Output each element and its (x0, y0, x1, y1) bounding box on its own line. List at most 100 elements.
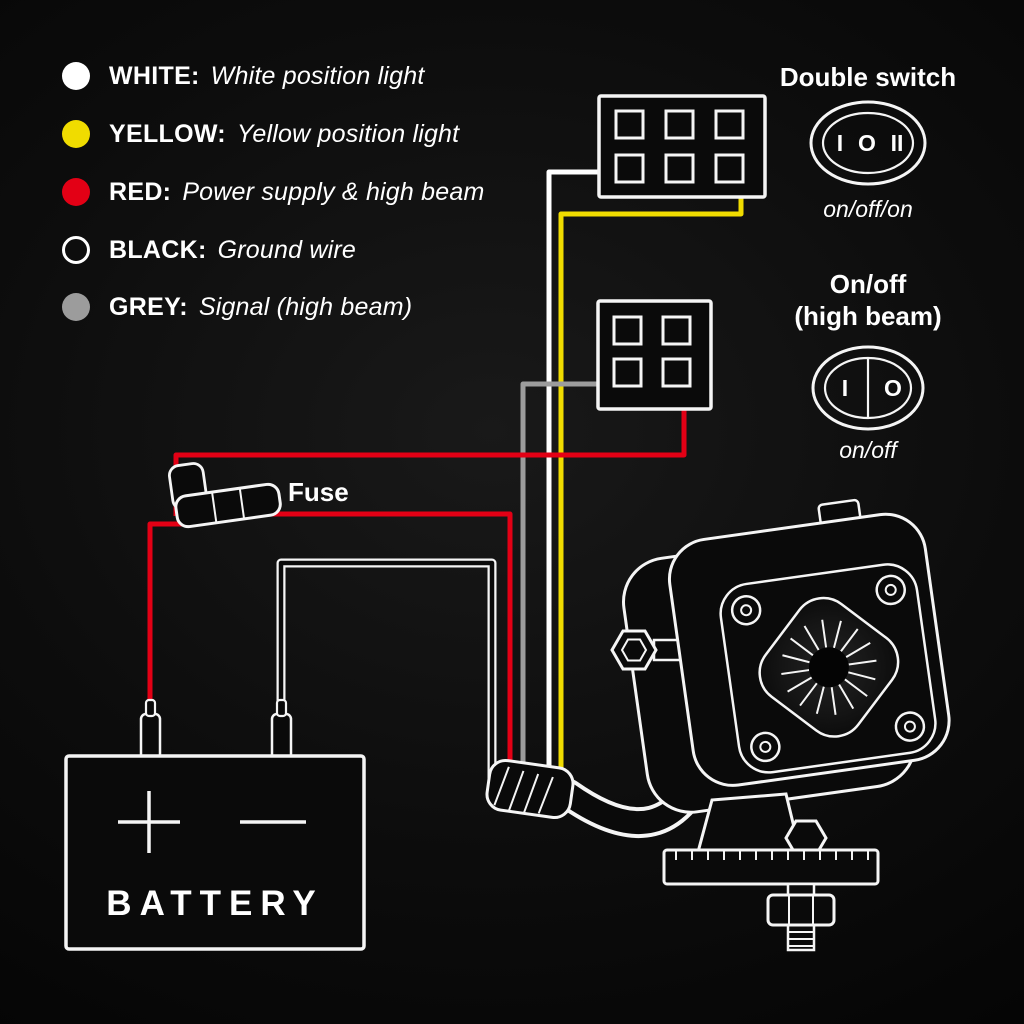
side-bolt-head (610, 629, 658, 671)
legend-label: YELLOW: (109, 119, 226, 148)
legend-label: RED: (109, 177, 172, 206)
highbeam-switch-outer (811, 345, 925, 431)
bolt-threads (789, 931, 813, 947)
connector-4pin-housing (596, 299, 713, 411)
black-wire-outline (276, 558, 497, 785)
battery-label: BATTERY (106, 884, 324, 923)
red-wire-battery-branch (147, 521, 196, 745)
pin (661, 357, 692, 388)
red-dot-icon (62, 178, 90, 206)
battery-terminal-negative-tip (275, 698, 288, 718)
pin (614, 153, 645, 184)
screw-icon (750, 731, 781, 763)
double-switch-mark-off: O (858, 130, 876, 156)
red-wire-light-branch (262, 511, 513, 785)
black-wire (276, 558, 497, 785)
pin (714, 153, 745, 184)
double-switch-mark-on2: II (891, 130, 904, 156)
battery-graphic (64, 698, 366, 951)
screw-center (884, 583, 897, 596)
fuse-ridges (211, 488, 246, 523)
yellow-wire (558, 197, 744, 785)
screw-center (903, 720, 916, 733)
white-wire (546, 169, 599, 785)
sheath-body (485, 758, 575, 820)
screw-icon (875, 574, 906, 606)
screw-icon (894, 711, 926, 742)
legend-desc: Ground wire (217, 235, 356, 264)
legend-item-grey: GREY: Signal (high beam) (62, 290, 412, 324)
sheath-hatching (493, 766, 554, 815)
wires (147, 169, 744, 785)
heatsink-fins (781, 619, 877, 715)
connector-4pin (596, 299, 713, 411)
grey-dot-icon (62, 293, 90, 321)
yellow-dot-icon (62, 120, 90, 148)
screw-center (759, 740, 772, 753)
connector-6pin (597, 94, 767, 199)
legend-item-red: RED: Power supply & high beam (62, 175, 485, 209)
highbeam-switch-caption: on/off (839, 437, 897, 463)
pin (661, 315, 692, 346)
highbeam-switch-mark-on: I (842, 375, 848, 401)
fuse-body (174, 482, 282, 529)
grey-wire (520, 381, 598, 785)
legend-label: GREY: (109, 292, 188, 321)
hex-nut-facets (788, 895, 814, 925)
bracket-arm (696, 792, 802, 854)
led-light (610, 498, 951, 952)
connector-6pin-pins (614, 109, 745, 184)
highbeam-switch-graphic: I O (811, 345, 925, 431)
legend-desc: White position light (210, 61, 425, 90)
battery-terminal-negative (270, 712, 293, 762)
legend-item-white: WHITE: White position light (62, 59, 425, 93)
legend-desc: Yellow position light (236, 119, 460, 148)
heatsink-medallion (758, 596, 900, 738)
connector-6pin-housing (597, 94, 767, 199)
battery-terminal-positive-tip (144, 698, 157, 718)
double-switch-title: Double switch (779, 62, 957, 92)
fuse-symbol (168, 462, 282, 529)
mount-bracket (662, 792, 880, 952)
legend-item-black: BLACK: Ground wire (62, 233, 356, 267)
battery-plus-symbol (118, 791, 180, 853)
legend-label: WHITE: (109, 61, 200, 90)
hex-nut (766, 893, 836, 927)
double-switch-mark-on1: I (837, 130, 843, 156)
battery-case (64, 754, 366, 951)
light-inner-face (719, 563, 937, 774)
light-face (667, 498, 951, 787)
legend-desc: Signal (high beam) (198, 292, 413, 321)
side-bolt-head-inner (620, 638, 648, 662)
highbeam-switch-title-line1: On/off (829, 269, 907, 299)
black-wire-core (278, 560, 495, 785)
pin (664, 109, 695, 140)
pin (612, 315, 643, 346)
hex-nut-body (766, 893, 836, 927)
bracket-foot-bar (662, 848, 880, 886)
pin (714, 109, 745, 140)
double-switch-inner (821, 111, 915, 175)
bracket-serrations (675, 851, 869, 860)
screw-icon (730, 594, 762, 626)
fuse-label: Fuse (288, 477, 349, 507)
double-switch-caption: on/off/on (823, 196, 913, 222)
double-switch-graphic: I O II (809, 100, 927, 186)
corner-screws (730, 574, 926, 763)
legend-desc: Power supply & high beam (182, 177, 485, 206)
legend-label: BLACK: (109, 235, 207, 264)
pin (664, 153, 695, 184)
screw-center (740, 604, 753, 617)
legend-item-yellow: YELLOW: Yellow position light (62, 117, 459, 151)
highbeam-switch-title-line2: (high beam) (794, 301, 942, 331)
highbeam-switch-mark-off: O (884, 375, 902, 401)
white-dot-icon (62, 62, 90, 90)
connector-4pin-pins (612, 315, 692, 388)
pin (612, 357, 643, 388)
medallion-center (808, 647, 849, 688)
battery-terminal-positive (139, 712, 162, 762)
pin (614, 109, 645, 140)
double-switch-outer (809, 100, 927, 186)
